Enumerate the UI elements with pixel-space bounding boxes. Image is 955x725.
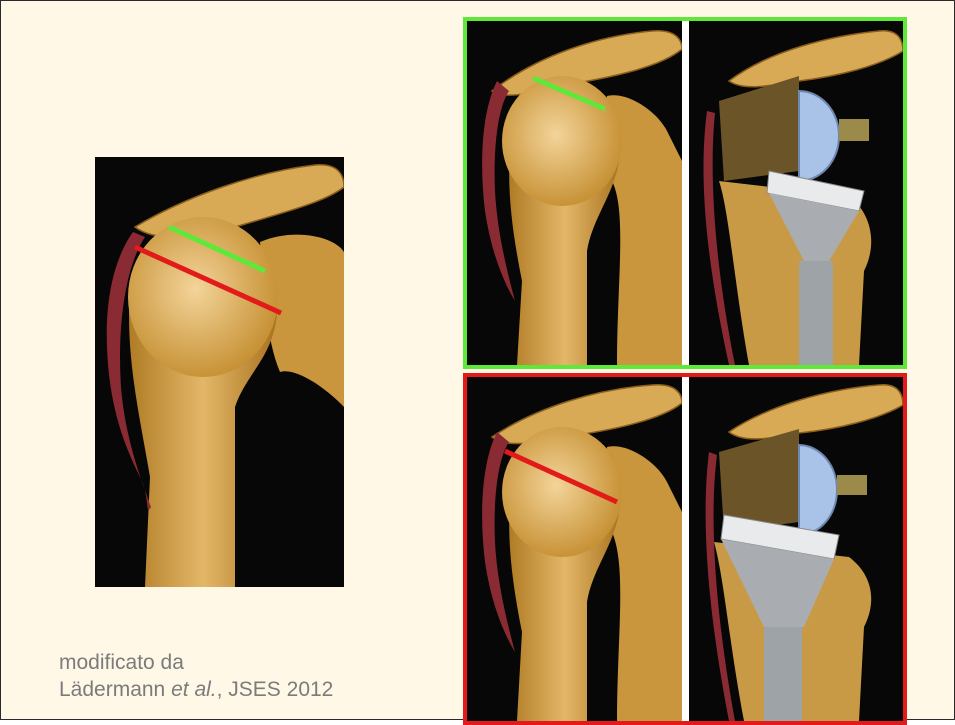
lateralized-prosthesis-illustration — [689, 21, 903, 365]
red-anatomy-illustration — [467, 377, 682, 721]
caption-line-1: modificato da — [59, 649, 429, 676]
glenosphere-shape — [799, 445, 837, 535]
acromion-shape — [729, 31, 903, 87]
medialized-prosthesis-illustration — [689, 377, 903, 721]
left-anatomy-illustration — [95, 157, 344, 587]
stem-shape — [799, 261, 833, 365]
caption-et-al: et al. — [171, 678, 217, 701]
humeral-head-shape — [502, 76, 622, 206]
humerus-red-illustration — [467, 377, 682, 721]
caption-journal: , JSES 2012 — [217, 678, 334, 701]
humerus-illustration — [95, 157, 344, 587]
baseplate-screw-shape — [837, 475, 867, 495]
glenosphere-shape — [799, 91, 839, 181]
acromion-shape — [135, 165, 344, 237]
baseplate-screw-shape — [839, 119, 869, 141]
prosthesis-green-illustration — [689, 21, 903, 365]
red-frame — [463, 373, 907, 725]
acromion-shape — [729, 385, 903, 439]
prosthesis-red-illustration — [689, 377, 903, 721]
humerus-green-illustration — [467, 21, 682, 365]
stem-shape — [764, 627, 802, 721]
humeral-head-shape — [502, 427, 622, 557]
caption-line-2: Lädermann et al., JSES 2012 — [59, 676, 429, 703]
caption-author: Lädermann — [59, 678, 165, 701]
source-caption: modificato da Lädermann et al., JSES 201… — [59, 649, 429, 703]
glenoid-shape — [719, 76, 799, 181]
green-frame — [463, 17, 907, 369]
green-anatomy-illustration — [467, 21, 682, 365]
